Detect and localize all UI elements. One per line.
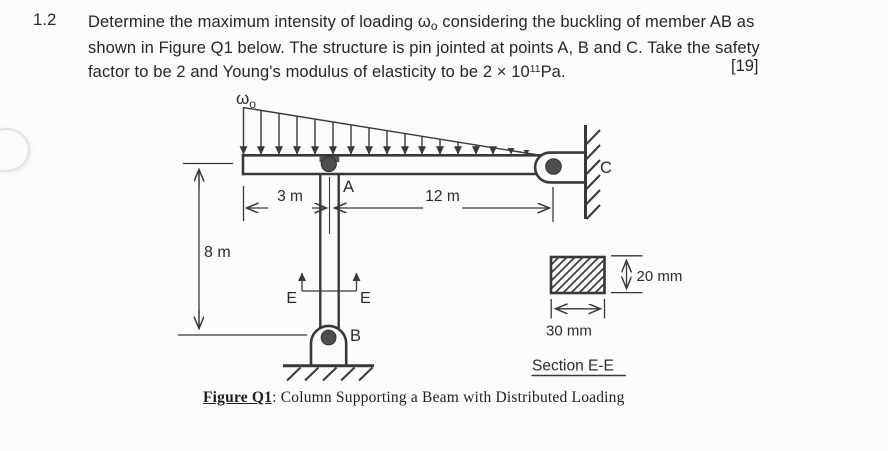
question-line-1: Determine the maximum intensity of loadi… bbox=[88, 13, 755, 33]
label-a: A bbox=[343, 178, 354, 196]
question-number: 1.2 bbox=[33, 11, 57, 29]
distributed-load bbox=[239, 106, 542, 157]
label-b: B bbox=[350, 327, 361, 345]
label-e-left: E bbox=[286, 290, 297, 307]
question-line-3: factor to be 2 and Young's modulus of el… bbox=[88, 63, 566, 81]
section-title: Section E-E bbox=[532, 358, 614, 375]
wall-support-c bbox=[584, 125, 601, 220]
beam bbox=[241, 154, 546, 176]
dimension-8m bbox=[178, 162, 307, 336]
omega-subscript: o bbox=[430, 19, 438, 33]
load-intensity-label: ωo bbox=[236, 89, 256, 111]
dimension-12m bbox=[335, 187, 554, 222]
question-line-2: shown in Figure Q1 below. The structure … bbox=[88, 39, 760, 57]
pin-support-b bbox=[283, 324, 374, 382]
figure-caption-label: Figure Q1 bbox=[203, 389, 273, 406]
section-cross-hatch bbox=[549, 255, 606, 295]
section-ee-detail: 20 mm 30 mm Section E-E bbox=[531, 255, 683, 377]
dimension-3m-label: 3 m bbox=[277, 188, 303, 205]
pin-c bbox=[545, 158, 562, 175]
section-width-label: 30 mm bbox=[546, 323, 592, 340]
section-cut-ee bbox=[298, 272, 361, 292]
dimension-12m-label: 12 m bbox=[425, 188, 459, 205]
exponent: 11 bbox=[529, 64, 541, 75]
column bbox=[319, 175, 340, 331]
omega-symbol: ω bbox=[417, 13, 431, 31]
question-text: Determine the maximum intensity of loadi… bbox=[88, 11, 888, 83]
label-e-right: E bbox=[360, 290, 371, 307]
dimension-3m bbox=[242, 186, 327, 221]
figure-caption-text: Column Supporting a Beam with Distribute… bbox=[280, 389, 625, 406]
pin-joint-a bbox=[319, 155, 340, 173]
label-c: C bbox=[600, 159, 612, 177]
figure-caption: Figure Q1: Column Supporting a Beam with… bbox=[203, 389, 625, 406]
marks-badge: [19] bbox=[731, 57, 759, 75]
dimension-8m-label: 8 m bbox=[204, 244, 231, 261]
section-height-label: 20 mm bbox=[637, 268, 683, 285]
